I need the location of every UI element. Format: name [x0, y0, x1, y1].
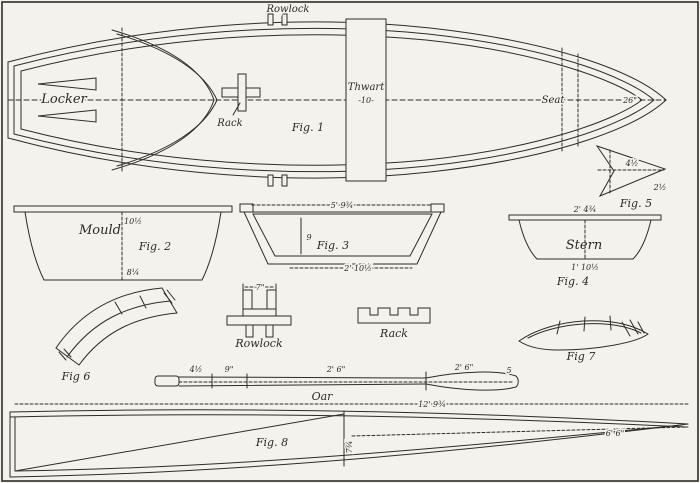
fig8-dim-left: 7¾	[345, 441, 354, 454]
gunwale-block-left	[239, 203, 254, 213]
stern-outline	[518, 219, 652, 260]
garboard-diagonal	[14, 413, 345, 472]
knee-outer-curve	[55, 287, 163, 349]
fig1-plan-view: Rowlock Locker Rack Fig. 1 Thwart -10- S…	[7, 3, 667, 187]
fig5-dim-b: 2½	[653, 183, 667, 192]
rowlock-label: Rowlock	[266, 4, 310, 15]
rack-detail-label: Rack	[379, 327, 408, 340]
stern-top-edge	[508, 214, 662, 221]
oar-dim-5: 5	[506, 366, 511, 375]
oar-dim-2: 9"	[225, 365, 234, 374]
fig4-label: Fig. 4	[556, 275, 589, 288]
fig5-piece: 4½ 2½ Fig. 5	[595, 145, 668, 210]
bow-sheet-curves	[111, 29, 218, 171]
locker-knee-top	[37, 77, 97, 91]
fig2-dim-bottom: 8¼	[127, 268, 140, 277]
oar-dim-1: 4½	[189, 365, 203, 374]
fig7-strip: Fig 7	[518, 315, 649, 363]
fig3-dim-bottom: 2' 10½	[343, 264, 372, 273]
fig3-dim-top: 5' 9¾	[331, 201, 354, 210]
fig5-label: Fig. 5	[619, 197, 652, 210]
oar-station-ticks	[211, 371, 427, 391]
oar-blade	[425, 371, 519, 391]
fig7-ticks	[556, 315, 645, 337]
fig5-outline	[595, 145, 667, 198]
fig7-label: Fig 7	[566, 350, 596, 363]
rowlock-marks	[267, 13, 288, 187]
seat-label: Seat	[542, 95, 566, 106]
fig4-stern: 2' 4¾ Stern 1' 10½ Fig. 4	[508, 204, 662, 288]
stern-name: Stern	[566, 238, 602, 253]
sheer-line-inner	[9, 414, 687, 428]
fig8-dim-top: 12' 9¾	[418, 400, 446, 409]
knee-inner-curve	[78, 312, 178, 366]
fig6-label: Fig 6	[61, 370, 91, 383]
keel-line-inner	[14, 424, 683, 472]
keel-line	[9, 423, 689, 478]
fig3-dim-side: 9	[306, 233, 311, 242]
fig8-side-elevation: 12' 9¾ 7¾ 6' 6" Fig. 8	[9, 399, 689, 478]
hull-inner-line	[13, 27, 655, 173]
section-planking-band	[243, 211, 442, 265]
fig6-knee: Fig 6	[55, 287, 178, 383]
gunwale-block-right	[430, 203, 445, 213]
rowlock-base-plate	[226, 315, 292, 326]
knee-end-cap-lower	[55, 347, 80, 366]
oar-dim-3: 2' 6"	[326, 365, 346, 374]
mould-cross-board	[13, 205, 233, 213]
oar-drawing: 4½ 9" 2' 6" 2' 6" 5 Oar	[154, 362, 519, 405]
fig2-label: Fig. 2	[138, 240, 171, 253]
rowlock-dim: 7"	[256, 283, 265, 292]
fig4-dim-top: 2' 4¾	[573, 205, 597, 214]
oar-shaft-bottom	[178, 383, 427, 387]
thwart-board	[345, 18, 387, 182]
rowlock-detail-label: Rowlock	[234, 337, 283, 350]
oar-label: Oar	[312, 390, 334, 403]
mould-outline	[24, 211, 222, 281]
rack-outline	[357, 307, 431, 324]
sheer-line-outer	[9, 409, 689, 425]
fig1-label: Fig. 1	[291, 121, 324, 134]
oar-handle	[154, 375, 180, 387]
locker-label: Locker	[40, 92, 87, 107]
rack-plan	[221, 73, 261, 116]
fig2-mould: 10½ 8¼ Mould Fig. 2	[13, 205, 233, 281]
rowlock-foot-right	[265, 324, 274, 338]
fig5-dim-a: 4½	[625, 159, 639, 168]
knee-hatch-ticks	[58, 289, 176, 361]
fig8-label: Fig. 8	[255, 436, 288, 449]
oar-dim-4: 2' 6"	[454, 363, 474, 372]
fig3-label: Fig. 3	[316, 239, 349, 252]
rowlock-foot-left	[245, 324, 254, 338]
seat-dimension: 26"	[622, 96, 637, 105]
fig4-dim-bottom: 1' 10½	[571, 263, 599, 272]
fig3-midship-section: 5' 9¾ 9 2' 10½ Fig. 3	[239, 200, 445, 275]
rack-label: Rack	[216, 118, 242, 129]
knee-middle-curve	[66, 300, 171, 358]
thwart-label: Thwart	[348, 82, 385, 93]
fig2-dim-top: 10½	[124, 217, 142, 226]
mould-name: Mould	[78, 223, 121, 238]
rack-detail: Rack	[357, 307, 431, 340]
fig8-dim-right: 6' 6"	[606, 429, 625, 438]
oar-shaft-top	[178, 376, 427, 379]
fig7-outline	[518, 320, 649, 351]
rowlock-detail: 7" Rowlock	[226, 282, 292, 350]
thwart-dimension: -10-	[358, 96, 374, 105]
fig8-right-dim-line	[351, 426, 689, 437]
locker-knee-bottom	[37, 109, 97, 123]
